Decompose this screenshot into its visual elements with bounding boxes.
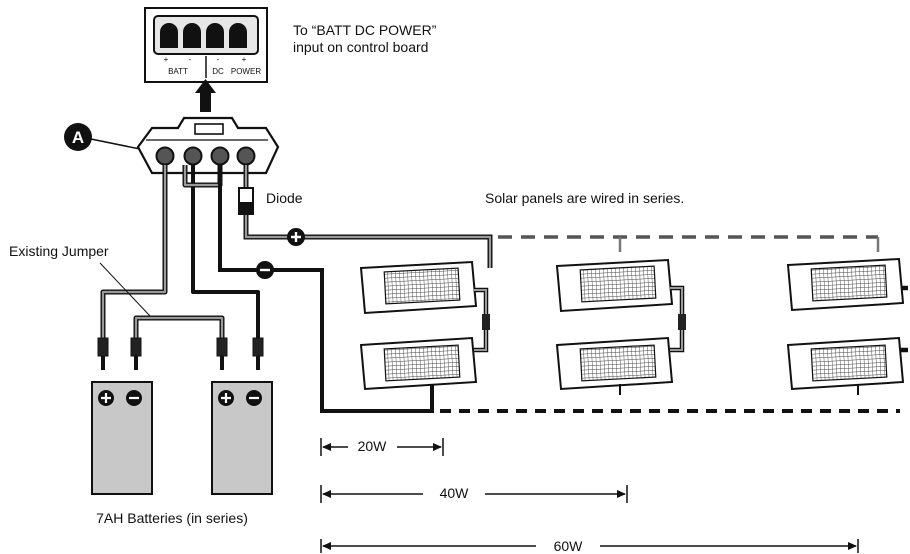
callout-a-badge: A [64, 123, 141, 151]
control-board-label-line2: input on control board [293, 39, 428, 55]
connector-a [136, 116, 280, 175]
battery-right [211, 381, 273, 495]
dimension-40w-label: 40W [440, 485, 470, 501]
positive-marker-icon [287, 228, 305, 246]
terminal-dc-label: DC [212, 67, 224, 76]
callout-a-letter: A [72, 128, 84, 147]
dimension-20w-label: 20W [358, 438, 388, 454]
dimension-40w: 40W [320, 485, 628, 503]
solar-panel-3-top [786, 257, 905, 312]
terminal-batt-label: BATT [168, 67, 188, 76]
terminal-minus-right: - [217, 55, 220, 64]
battery-plugs [97, 337, 264, 370]
solar-panel-1-bottom [359, 336, 478, 391]
batteries-label: 7AH Batteries (in series) [96, 510, 248, 526]
series-note: Solar panels are wired in series. [485, 190, 684, 206]
panel-series-links [474, 285, 908, 395]
positive-wire [243, 165, 493, 268]
negative-wire [218, 165, 434, 413]
terminal-plus-left: + [164, 55, 169, 64]
terminal-minus-left: - [189, 55, 192, 64]
control-board-terminal: + - - + BATT DC POWER [144, 7, 268, 83]
existing-jumper-label: Existing Jumper [9, 243, 109, 259]
control-board-label-line1: To “BATT DC POWER” [293, 22, 437, 38]
dimension-60w-label: 60W [554, 538, 584, 554]
solar-panel-2-top [555, 258, 674, 313]
up-arrow-icon [195, 79, 216, 112]
diode-label: Diode [266, 190, 303, 206]
solar-panel-2-bottom [555, 336, 674, 391]
solar-panel-3-bottom [786, 336, 905, 391]
negative-marker-icon [256, 261, 274, 279]
diode-icon [238, 187, 254, 215]
dimension-60w: 60W [320, 538, 859, 554]
battery-left [91, 381, 153, 495]
battery-wires [100, 165, 260, 340]
terminal-plus-right: + [242, 55, 247, 64]
terminal-power-label: POWER [231, 67, 261, 76]
solar-panel-1-top [359, 260, 478, 315]
dimension-20w: 20W [320, 438, 444, 456]
